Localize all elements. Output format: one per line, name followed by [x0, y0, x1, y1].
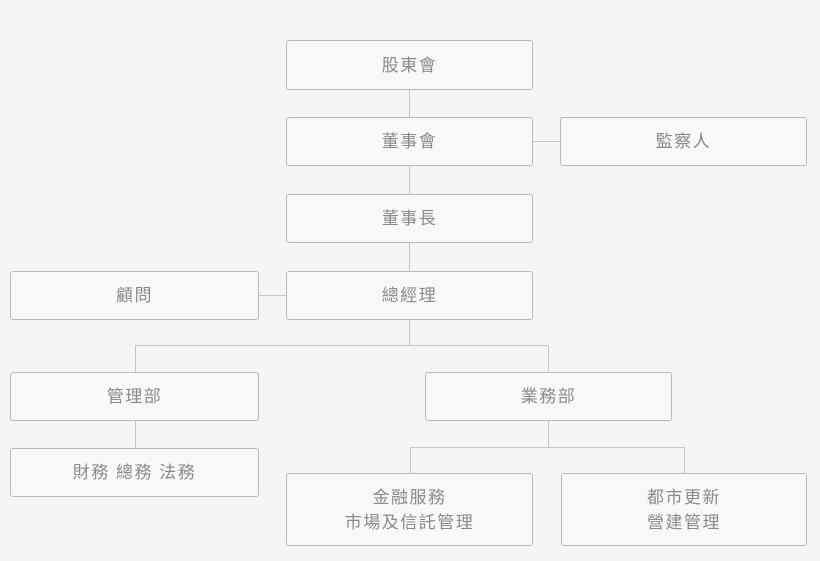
- org-node-supervisors: 監察人: [560, 117, 807, 166]
- connector-branch-to-financial-services: [410, 447, 411, 473]
- org-node-label-financial-services-trust-line-0: 金融服務: [372, 487, 447, 507]
- connector-business-dept-branch-bar: [410, 447, 685, 448]
- org-node-general-manager: 總經理: [286, 271, 533, 320]
- org-node-label-urban-renewal-construction-line-1: 營建管理: [647, 512, 721, 532]
- org-node-chairman: 董事長: [286, 194, 533, 243]
- org-node-label-financial-services-trust-line-1: 市場及信託管理: [344, 512, 475, 532]
- connector-shareholders-to-board: [409, 90, 410, 117]
- connector-branch-to-business-dept: [548, 345, 549, 372]
- connector-branch-to-urban-renewal: [684, 447, 685, 473]
- connector-chairman-to-general-manager: [409, 243, 410, 271]
- org-node-label-business-dept-line-0: 業務部: [520, 387, 577, 406]
- org-node-urban-renewal-construction: 都市更新營建管理: [561, 473, 807, 546]
- connector-branch-to-management-dept: [135, 345, 136, 372]
- connector-business-dept-stem: [548, 421, 549, 447]
- org-node-management-dept: 管理部: [10, 372, 259, 421]
- org-node-financial-services-trust: 金融服務市場及信託管理: [286, 473, 533, 546]
- org-node-label-shareholders-meeting-line-0: 股東會: [381, 55, 438, 75]
- connector-board-to-chairman: [409, 166, 410, 194]
- org-node-label-urban-renewal-construction-line-0: 都市更新: [647, 487, 721, 507]
- org-node-label-board-of-directors-line-0: 董事會: [381, 132, 438, 151]
- org-node-label-general-manager-line-0: 總經理: [381, 286, 438, 305]
- org-node-advisors: 顧問: [10, 271, 259, 320]
- org-node-board-of-directors: 董事會: [286, 117, 533, 166]
- org-node-label-management-dept-line-0: 管理部: [106, 387, 163, 406]
- connector-general-manager-branch-bar: [135, 345, 549, 346]
- connector-advisors-to-general-manager: [259, 295, 286, 296]
- connector-board-to-supervisors: [533, 141, 560, 142]
- org-node-finance-general-legal: 財務 總務 法務: [10, 448, 259, 497]
- org-node-label-finance-general-legal-line-0: 財務 總務 法務: [72, 463, 197, 482]
- org-node-label-supervisors-line-0: 監察人: [655, 132, 712, 151]
- org-node-label-advisors-line-0: 顧問: [116, 286, 153, 305]
- org-node-business-dept: 業務部: [425, 372, 672, 421]
- connector-general-manager-stem: [409, 320, 410, 346]
- org-node-label-chairman-line-0: 董事長: [381, 209, 438, 228]
- connector-management-to-finance: [135, 421, 136, 448]
- org-node-shareholders-meeting: 股東會: [286, 40, 533, 90]
